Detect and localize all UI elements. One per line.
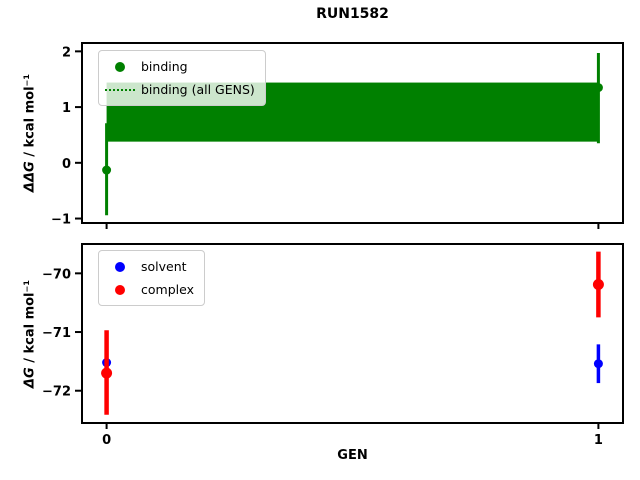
legend-label-binding-all-gens: binding (all GENS) [141, 82, 255, 97]
solvent-dot-icon [115, 261, 125, 272]
legend-item-solvent: solvent [99, 255, 194, 278]
legend-item-binding: binding [99, 55, 255, 78]
dotted-line-icon [105, 88, 135, 91]
top-legend: binding binding (all GENS) [98, 50, 266, 106]
complex-dot-icon [115, 284, 125, 295]
top-ylabel-math: ΔΔG [22, 161, 38, 193]
complex-data-point [101, 367, 113, 379]
legend-label-binding: binding [141, 59, 188, 74]
y-tick-label: −70 [42, 267, 71, 282]
top-y-axis-label: ΔΔG / kcal mol⁻¹ [23, 74, 38, 192]
y-tick-label: 2 [62, 45, 71, 60]
y-tick-label: −1 [51, 213, 71, 228]
x-tick-label: 0 [102, 433, 111, 448]
complex-data-point [592, 278, 604, 290]
legend-marker-cell [99, 88, 141, 91]
top-ylabel-units: / kcal mol⁻¹ [22, 73, 38, 162]
axes-spines [81, 42, 624, 224]
binding-data-point [593, 83, 603, 93]
y-tick-label: 1 [62, 101, 71, 116]
y-tick-label: 0 [62, 157, 71, 172]
legend-marker-cell [99, 61, 141, 72]
legend-label-complex: complex [141, 282, 194, 297]
axes-spines [81, 243, 624, 424]
bottom-ylabel-units: / kcal mol⁻¹ [22, 279, 38, 368]
legend-item-binding-all-gens: binding (all GENS) [99, 78, 255, 101]
bottom-y-axis-label: ΔG / kcal mol⁻¹ [23, 280, 38, 388]
bottom-ylabel-math: ΔG [22, 367, 38, 389]
legend-label-solvent: solvent [141, 259, 187, 274]
bottom-chart-svg: −72 −71 −70 0 1 [42, 243, 624, 448]
binding-data-point [102, 165, 112, 175]
legend-marker-cell [99, 261, 141, 272]
y-tick-label: −72 [42, 385, 71, 400]
binding-dot-icon [115, 61, 125, 72]
solvent-data-point [593, 359, 603, 369]
legend-item-complex: complex [99, 278, 194, 301]
figure-title: RUN1582 [316, 6, 389, 22]
y-tick-label: −71 [42, 326, 71, 341]
x-tick-label: 1 [594, 433, 603, 448]
x-axis-label: GEN [337, 448, 368, 463]
legend-marker-cell [99, 284, 141, 295]
bottom-legend: solvent complex [98, 250, 205, 306]
